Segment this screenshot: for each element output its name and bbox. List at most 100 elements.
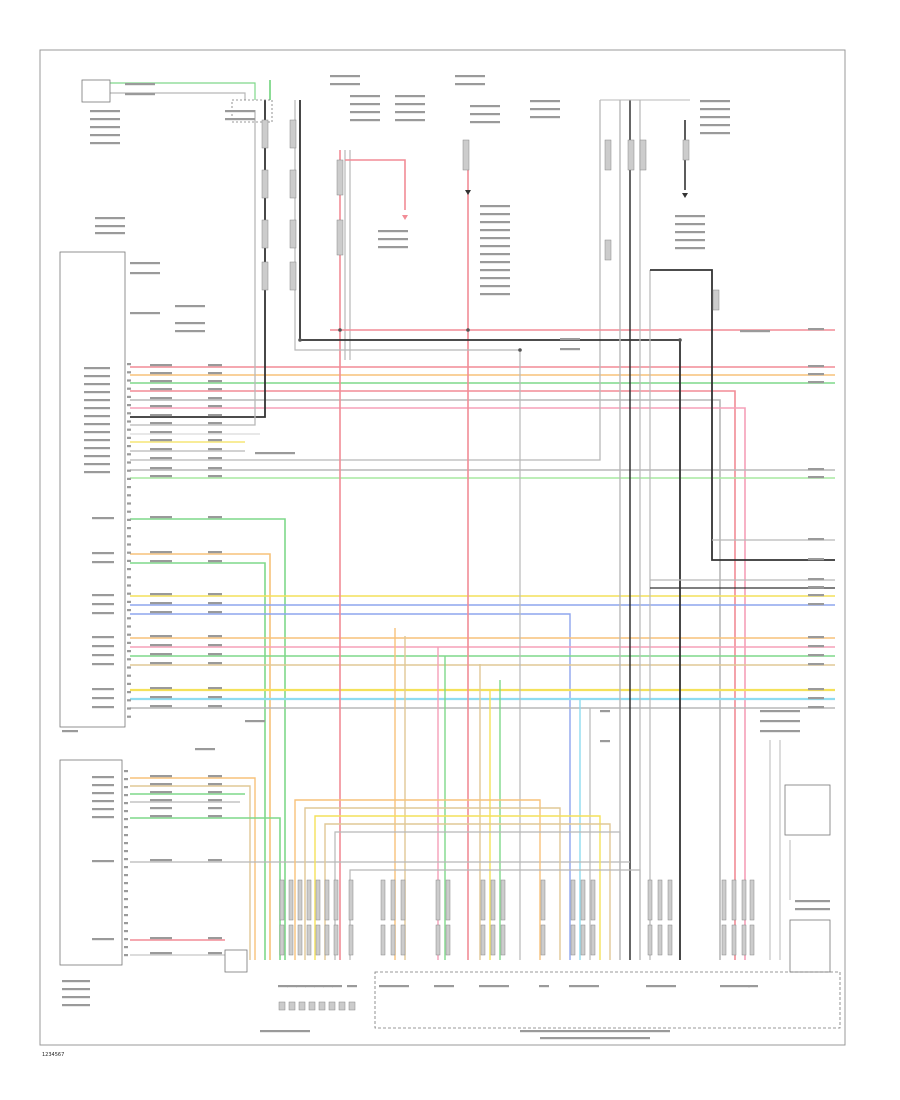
- connector-pin-mark: [127, 379, 131, 382]
- callout-label: [675, 231, 705, 234]
- wire-color-label: [208, 448, 222, 451]
- connector-pin-mark: [124, 930, 128, 933]
- bottom-pin-bar: [540, 924, 546, 956]
- pin-label: [92, 517, 114, 520]
- bottom-pin-bar: [647, 924, 653, 956]
- callout-label: [350, 103, 380, 106]
- wire-color-label: [808, 594, 824, 597]
- callout-label: [760, 720, 800, 723]
- connector-pin-mark: [124, 818, 128, 821]
- wire-color-label: [150, 687, 172, 690]
- wire-green: [130, 562, 266, 960]
- wire-color-label: [808, 603, 824, 606]
- connector-pin-mark: [124, 802, 128, 805]
- splice-dot: [298, 338, 302, 342]
- callout-label: [675, 239, 705, 242]
- pin-label: [84, 471, 110, 474]
- wire-color-label: [808, 586, 824, 589]
- wire-color-label: [150, 593, 172, 596]
- callout-label: [700, 116, 730, 119]
- callout-label: [480, 261, 510, 264]
- wire-green: [130, 518, 286, 960]
- wire-color-label: [808, 578, 824, 581]
- inline-connector: [289, 169, 297, 199]
- wire-pink: [130, 407, 746, 960]
- connector-pin-mark: [127, 518, 131, 521]
- lower-left-module-box: [59, 759, 123, 966]
- callout-label: [350, 111, 380, 114]
- connector-pin-mark: [124, 866, 128, 869]
- inline-connector: [627, 139, 635, 171]
- wire-color-label: [150, 475, 172, 478]
- callout-label: [470, 105, 500, 108]
- connector-pin-mark: [127, 658, 131, 661]
- wire-color-label: [808, 381, 824, 384]
- callout-label: [395, 95, 425, 98]
- bottom-connector-label: [656, 985, 666, 988]
- bottom-pin-bar: [380, 924, 386, 956]
- connector-pin-mark: [127, 691, 131, 694]
- bottom-pin-bar: [731, 924, 737, 956]
- wire-color-label: [808, 654, 824, 657]
- callout-label: [195, 748, 215, 751]
- bottom-pin-bar: [749, 924, 755, 956]
- callout-label: [675, 247, 705, 250]
- callout-label: [795, 900, 830, 903]
- wire-color-label: [208, 611, 222, 614]
- bottom-pin-bar: [480, 879, 486, 921]
- bottom-connector-label: [305, 985, 315, 988]
- wire-color-label: [208, 653, 222, 656]
- connector-pin-mark: [127, 543, 131, 546]
- bottom-pin-bar: [657, 924, 663, 956]
- bottom-pin-bar: [721, 879, 727, 921]
- pin-label: [92, 800, 114, 803]
- wire-color-label: [208, 705, 222, 708]
- connector-pin-mark: [127, 412, 131, 415]
- callout-label: [350, 95, 380, 98]
- wire-gray: [334, 831, 621, 960]
- callout-label: [480, 213, 510, 216]
- connector-pin-mark: [127, 576, 131, 579]
- wire-color-label: [208, 364, 222, 367]
- callout-label: [760, 730, 800, 733]
- connector-pin-mark: [127, 535, 131, 538]
- pin-label: [84, 415, 110, 418]
- bottom-pin-bar: [570, 924, 576, 956]
- pin-label: [84, 383, 110, 386]
- connector-pin-mark: [127, 363, 131, 366]
- wire-color-label: [808, 636, 824, 639]
- connector-pin-mark: [127, 404, 131, 407]
- wire-color-label: [150, 448, 172, 451]
- pin-label: [84, 463, 110, 466]
- callout-label: [175, 330, 205, 333]
- inline-connector: [289, 219, 297, 249]
- connector-pin-mark: [124, 946, 128, 949]
- wire-color-label: [808, 706, 824, 709]
- callout-label: [480, 269, 510, 272]
- bottom-pin-bar: [749, 879, 755, 921]
- wire-color-label: [208, 551, 222, 554]
- wire-color-label: [150, 431, 172, 434]
- wire-color-label: [208, 775, 222, 778]
- connector-pin-mark: [127, 445, 131, 448]
- wire-color-label: [208, 635, 222, 638]
- connector-pin-mark: [124, 954, 128, 957]
- callout-label: [455, 83, 485, 86]
- callout-label: [90, 134, 120, 137]
- arrow-down-icon: [682, 193, 688, 198]
- connector-pin-mark: [124, 914, 128, 917]
- bottom-pin-bar: [390, 879, 396, 921]
- bottom-caption-label: [62, 1004, 90, 1007]
- bottom-pin-bar: [580, 924, 586, 956]
- pin-label: [84, 423, 110, 426]
- bottom-connector-label: [332, 985, 342, 988]
- bottom-caption-label: [62, 980, 90, 983]
- wire-color-label: [150, 380, 172, 383]
- bottom-connector-label: [389, 985, 399, 988]
- wire-color-label: [208, 414, 222, 417]
- bottom-connector-label: [444, 985, 454, 988]
- callout-label: [395, 111, 425, 114]
- bottom-right-switch-component: [789, 919, 831, 973]
- wire-color-label: [208, 467, 222, 470]
- pin-label: [92, 594, 114, 597]
